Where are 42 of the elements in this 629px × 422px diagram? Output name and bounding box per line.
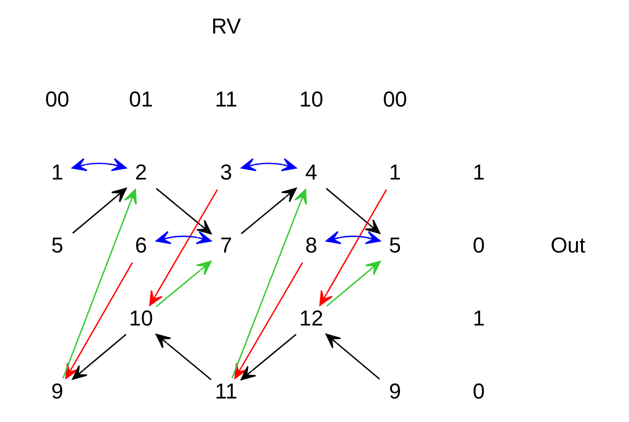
label: 1 [472,160,484,185]
node-text: 6 [134,232,147,258]
label: 0 [472,232,484,258]
node-text: 10 [128,306,153,331]
node-text: 4 [304,160,317,185]
arrow [325,334,380,380]
label: Out [550,232,585,258]
arrow [325,230,380,244]
arrow [71,158,126,172]
arrow [155,260,212,308]
label: 0 [472,378,484,404]
arrow [325,188,380,234]
label: 1 [472,306,484,331]
label: 10 [298,86,323,112]
label: 00 [382,86,407,112]
node-text: 5 [388,232,401,258]
arrow [326,260,380,307]
node-text: 8 [304,232,317,258]
arrow [240,158,296,172]
node-text: 3 [220,160,232,185]
node-text: 9 [388,378,401,404]
node-text: 11 [214,378,237,404]
arrow [240,188,296,234]
arrow [240,334,296,380]
arrow [72,334,126,380]
node-text: 2 [134,160,147,185]
node-text: 9 [50,378,63,404]
arrow [148,189,218,306]
label: 11 [214,86,237,112]
node-text: 1 [50,160,63,185]
label: RV [210,14,240,39]
label: 00 [44,86,69,112]
node-text: 12 [298,306,323,331]
node-text: 7 [220,232,232,258]
arrow [155,231,212,244]
node-text: 1 [388,160,401,185]
node-text: 5 [50,232,63,258]
arrow [155,334,211,380]
arrow [72,188,126,234]
arrow [155,188,212,234]
arrow [318,189,386,306]
label: 01 [128,86,153,112]
